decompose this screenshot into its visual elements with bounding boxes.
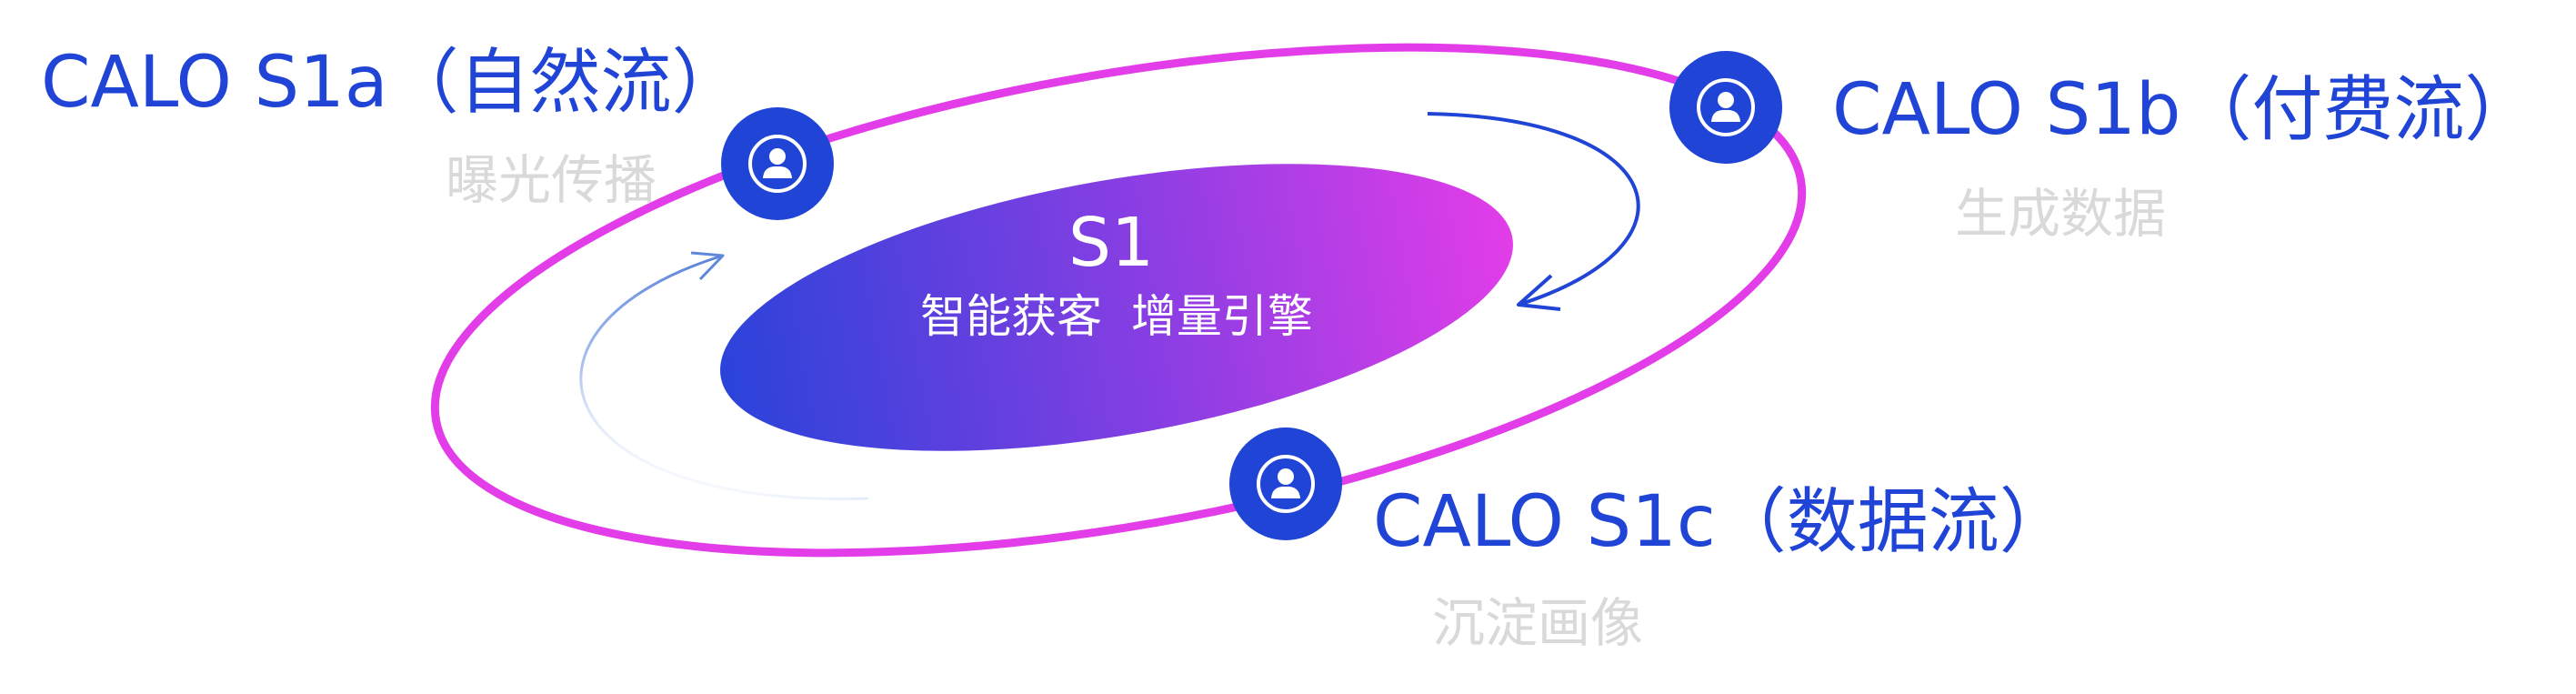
core-subtitle: 智能获客 增量引擎: [920, 290, 1313, 343]
flow-arrow-right: [1427, 112, 1640, 311]
node-s1b-title: CALO S1b（付费流）: [1832, 69, 2535, 151]
node-s1a-title: CALO S1a（自然流）: [41, 42, 743, 124]
core-ellipse: [720, 164, 1513, 451]
orbit-ring: [430, 43, 1807, 558]
node-s1a-subtitle: 曝光传播: [446, 149, 657, 211]
node-s1c[interactable]: [1229, 427, 1342, 540]
core-title: S1: [1068, 204, 1154, 282]
node-s1c-subtitle: 沉淀画像: [1432, 592, 1643, 654]
node-s1b-subtitle: 生成数据: [1955, 183, 2166, 245]
node-s1a[interactable]: [721, 107, 834, 220]
node-s1b[interactable]: [1669, 51, 1782, 164]
flow-arrow-left: [579, 251, 869, 500]
node-s1c-title: CALO S1c（数据流）: [1373, 481, 2070, 563]
